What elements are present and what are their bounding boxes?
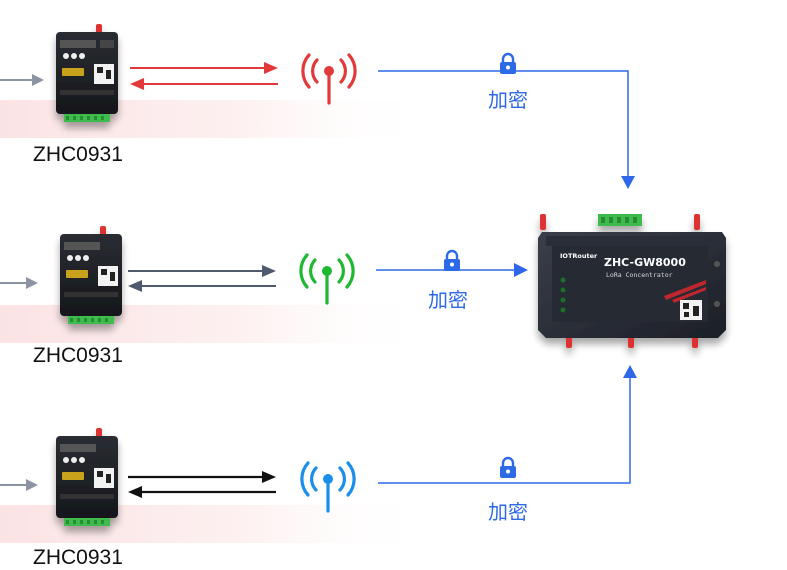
gateway-device: [538, 214, 726, 348]
node-device-1: [56, 24, 118, 122]
encrypt-label-3: 加密: [488, 500, 528, 524]
node-device-3: [56, 428, 118, 526]
link-arrowhead-1: [621, 176, 635, 189]
antenna-icon-green: [299, 253, 355, 305]
antenna-icon-blue: [300, 461, 356, 513]
lock-icon-1: [500, 52, 516, 74]
input-arrow-3: [0, 479, 38, 491]
input-arrow-1: [0, 74, 44, 86]
link-line-3: [378, 378, 631, 484]
antenna-icon-red: [301, 53, 357, 105]
bidirectional-arrow-black: [128, 471, 276, 498]
link-arrowhead-2: [514, 263, 528, 277]
gateway-model-label: ZHC-GW8000: [604, 256, 686, 269]
lock-icon-3: [500, 456, 516, 478]
link-arrowhead-3: [623, 365, 637, 378]
node-device-2: [60, 226, 122, 324]
encrypt-label-1: 加密: [488, 88, 528, 112]
gateway-brand-label: IOTRouter: [560, 252, 598, 260]
node-label-2: ZHC0931: [33, 344, 123, 367]
lock-icon-2: [444, 249, 460, 271]
input-arrow-2: [0, 277, 38, 289]
bidirectional-arrow-gray: [128, 265, 276, 292]
node-label-3: ZHC0931: [33, 546, 123, 569]
encrypt-label-2: 加密: [428, 288, 468, 312]
link-line-1: [378, 70, 629, 176]
gateway-subtitle-label: LoRa Concentrator: [606, 271, 673, 279]
bidirectional-arrow-red: [130, 62, 278, 90]
node-label-1: ZHC0931: [33, 143, 123, 166]
